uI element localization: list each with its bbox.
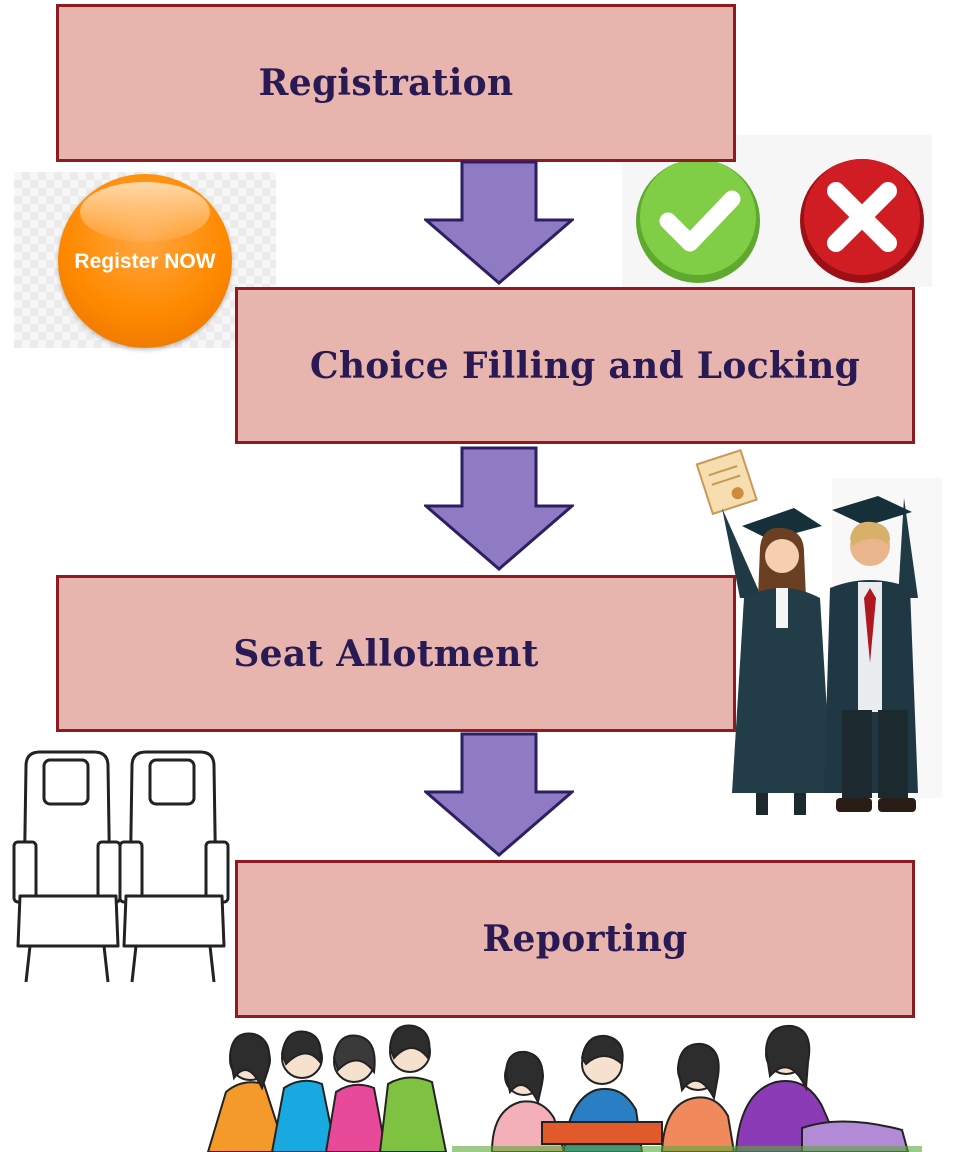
register-now-circle: Register NOW: [58, 174, 232, 348]
graduates-icon: [695, 448, 942, 815]
check-icon: [636, 159, 760, 283]
cross-icon: [800, 159, 924, 283]
step-choice-filling-label: Choice Filling and Locking: [309, 344, 861, 387]
step-choice-filling-box: Choice Filling and Locking: [235, 287, 915, 444]
flow-arrow-1: [424, 160, 574, 285]
step-seat-allotment-box: Seat Allotment: [56, 575, 736, 732]
step-reporting-box: Reporting: [235, 860, 915, 1018]
step-registration-box: Registration: [56, 4, 736, 162]
register-now-badge: Register NOW: [14, 172, 276, 348]
seats-icon: [12, 750, 230, 983]
step-reporting-label: Reporting: [482, 918, 688, 960]
flow-arrow-2: [424, 446, 574, 571]
students-icon: [206, 1024, 922, 1152]
flow-arrow-3: [424, 732, 574, 857]
step-registration-label: Registration: [258, 62, 514, 104]
register-now-label: Register NOW: [74, 250, 216, 273]
step-seat-allotment-label: Seat Allotment: [233, 632, 539, 675]
